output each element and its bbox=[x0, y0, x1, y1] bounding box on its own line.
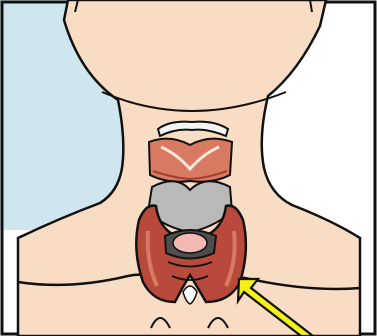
trachea-lumen bbox=[173, 233, 207, 253]
thyroid-cartilage bbox=[149, 139, 232, 182]
